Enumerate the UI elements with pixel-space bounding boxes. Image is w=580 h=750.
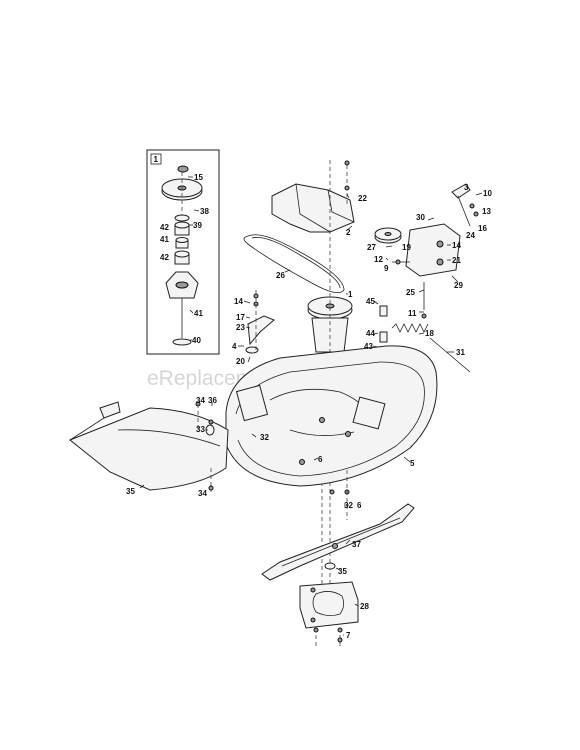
part-label-30: 30: [416, 213, 425, 222]
part-label-36: 36: [208, 396, 217, 405]
part-label-33: 33: [196, 425, 205, 434]
part-label-24: 24: [466, 231, 475, 240]
part-label-34-bottom: 34: [198, 489, 207, 498]
part-label-31: 31: [456, 348, 465, 357]
part-label-41-bottom: 41: [194, 309, 203, 318]
part-label-16: 16: [478, 224, 487, 233]
part-label-10: 10: [483, 189, 492, 198]
part-label-40: 40: [192, 336, 201, 345]
part-label-15: 15: [194, 173, 203, 182]
part-label-11: 11: [408, 309, 417, 318]
part-label-5: 5: [410, 459, 415, 468]
part-label-20: 20: [236, 357, 245, 366]
belt: [243, 234, 345, 294]
part-label-44: 44: [366, 329, 375, 338]
deflector-bracket: [245, 290, 275, 354]
part-label-37: 37: [352, 540, 361, 549]
part-labels: 15 38 39 42 41 42 41 40 22 2 26 1 3 10 1…: [126, 173, 492, 640]
part-label-22: 22: [358, 194, 367, 203]
part-label-32-left: 32: [260, 433, 269, 442]
part-label-14-left: 14: [234, 297, 243, 306]
part-label-25: 25: [406, 288, 415, 297]
part-label-35-chute: 35: [126, 487, 135, 496]
part-label-17: 17: [236, 313, 245, 322]
part-label-39: 39: [193, 221, 202, 230]
discharge-chute: [69, 401, 229, 492]
part-label-18: 18: [425, 329, 434, 338]
part-label-26: 26: [276, 271, 285, 280]
part-label-19: 19: [402, 243, 411, 252]
part-label-6-lower: 6: [357, 501, 362, 510]
part-label-42-bottom: 42: [160, 253, 169, 262]
belt-cover: [271, 183, 355, 233]
part-label-13: 13: [482, 207, 491, 216]
part-label-43: 43: [364, 342, 373, 351]
part-label-23: 23: [236, 323, 245, 332]
part-label-2: 2: [346, 228, 351, 237]
part-label-3: 3: [464, 183, 469, 192]
spindle-assembly-inset: 1: [146, 149, 220, 355]
part-label-1: 1: [348, 290, 353, 299]
part-label-32-lower: 32: [344, 501, 353, 510]
part-label-9: 9: [384, 264, 389, 273]
leader-lines: [139, 176, 483, 636]
part-label-21: 21: [452, 256, 461, 265]
mower-blade: [261, 503, 415, 581]
part-label-27: 27: [367, 243, 376, 252]
part-label-28: 28: [360, 602, 369, 611]
mounting-plate: [299, 581, 359, 648]
part-label-35-adapter: 35: [338, 567, 347, 576]
idler-assembly: [374, 183, 479, 319]
part-label-41-top: 41: [160, 235, 169, 244]
mower-deck: [225, 345, 438, 487]
part-label-29: 29: [454, 281, 463, 290]
part-label-7: 7: [346, 631, 351, 640]
spring-and-rod: [379, 305, 471, 373]
part-label-42-top: 42: [160, 223, 169, 232]
part-label-4: 4: [232, 342, 237, 351]
part-label-14-right: 14: [452, 241, 461, 250]
part-label-34-top: 34: [196, 396, 205, 405]
part-label-6-upper: 6: [318, 455, 323, 464]
part-label-45: 45: [366, 297, 375, 306]
inset-box-label: 1: [154, 155, 159, 164]
part-label-12: 12: [374, 255, 383, 264]
deck-spindle: [307, 160, 353, 620]
part-label-38: 38: [200, 207, 209, 216]
